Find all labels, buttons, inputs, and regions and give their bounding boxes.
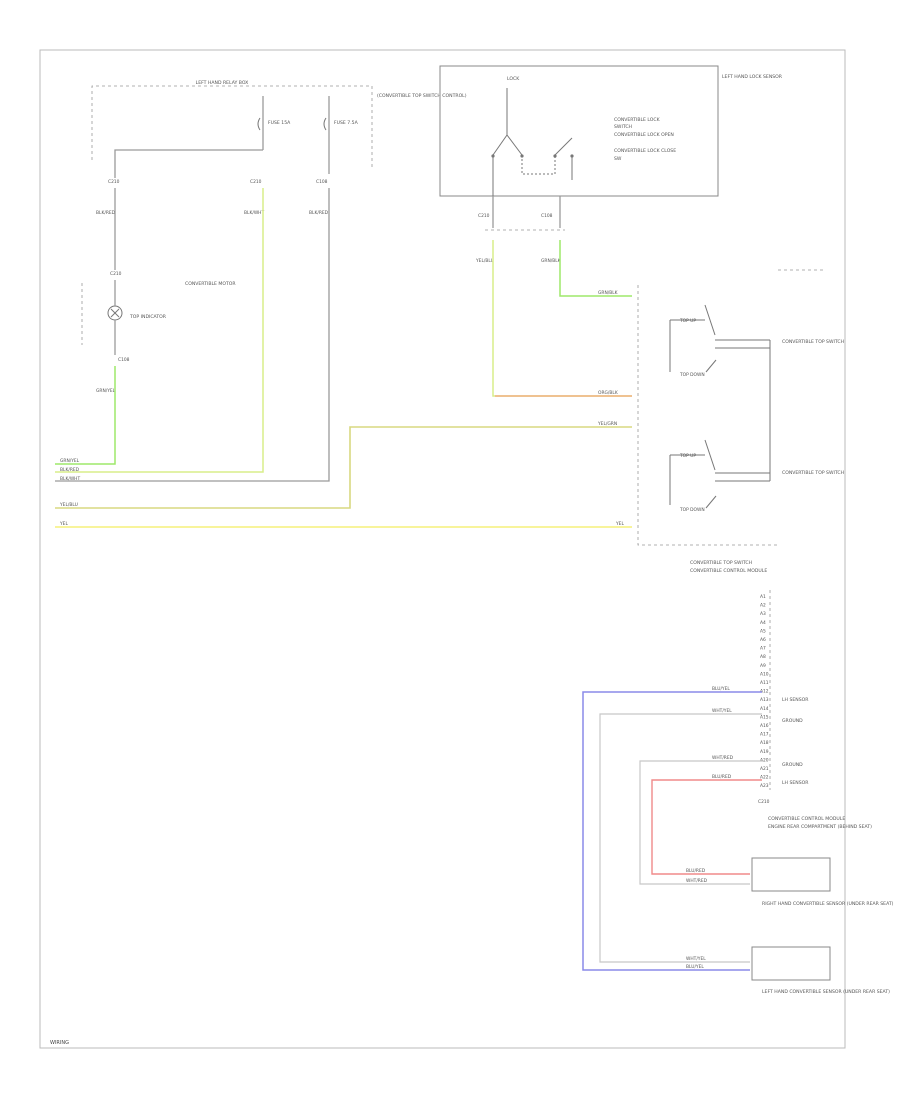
- wire-label-b: BLK/WHT: [244, 210, 264, 216]
- cm-w2: WHT/YEL: [712, 708, 732, 714]
- cm-pin: A14: [760, 706, 769, 712]
- wl-yel-blu: YEL/BLU: [59, 502, 78, 508]
- top-indicator-label: TOP INDICATOR: [129, 314, 167, 320]
- cm-pin: A8: [760, 654, 766, 660]
- sw-up-label-2: TOP UP: [679, 453, 696, 459]
- cm-pin: A4: [760, 620, 766, 626]
- wl-grn-blk: GRN/BLK: [598, 290, 618, 296]
- lock-desc-1: CONVERTIBLE LOCK: [614, 117, 661, 123]
- top-switch-box: TOP UP TOP DOWN CONVERTIBLE TOP SWITCH T…: [637, 269, 844, 574]
- sw-down-label-2: TOP DOWN: [679, 507, 705, 513]
- pin-c108-bot: C108: [118, 357, 130, 363]
- fuse-right-label: FUSE 7.5A: [334, 120, 359, 126]
- wl-yel-right: YEL: [615, 521, 624, 527]
- sw-note-upper: CONVERTIBLE TOP SWITCH: [782, 339, 844, 345]
- convertible-motor-label: CONVERTIBLE MOTOR: [185, 281, 236, 287]
- switch-caption: CONVERTIBLE TOP SWITCH: [690, 560, 752, 566]
- sensor-r-name: RIGHT HAND CONVERTIBLE SENSOR (UNDER REA…: [762, 901, 894, 907]
- pin-label-top: C210: [110, 271, 122, 277]
- left-sensor: WHT/YEL BLU/YEL LEFT HAND CONVERTIBLE SE…: [686, 946, 890, 995]
- control-module: A1A2A3A4A5A6A7A8A9A10A11A12A13A14A15A16A…: [758, 590, 872, 830]
- sw-note-lower: CONVERTIBLE TOP SWITCH: [782, 470, 844, 476]
- cm-pin: A3: [760, 611, 766, 617]
- cm-pin: A17: [760, 732, 769, 738]
- wl-blk-wht: BLK/WHT: [60, 476, 80, 482]
- diagram-frame: [39, 49, 846, 1049]
- lock-desc-5: SW: [614, 156, 622, 162]
- cm-pin: A15: [760, 714, 769, 720]
- cm-pin: A2: [760, 603, 766, 609]
- pin-list: A1A2A3A4A5A6A7A8A9A10A11A12A13A14A15A16A…: [760, 594, 769, 789]
- lock-wire-a: YEL/BLU: [475, 258, 494, 264]
- module-desc-2: ENGINE REAR COMPARTMENT (BEHIND SEAT): [768, 824, 872, 830]
- sensor-l-name: LEFT HAND CONVERTIBLE SENSOR (UNDER REAR…: [762, 989, 890, 995]
- cm-pin: A23: [760, 783, 769, 789]
- wl-yel-left: YEL: [59, 521, 68, 527]
- sw-down-label: TOP DOWN: [679, 372, 705, 378]
- pin-c108: C108: [316, 179, 328, 185]
- cm-sig-1: LH SENSOR: [782, 697, 809, 703]
- wl-blk-red: BLK/RED: [60, 467, 80, 473]
- cm-pin: A5: [760, 628, 766, 634]
- cm-pin: A18: [760, 740, 769, 746]
- right-sensor: BLU/RED WHT/RED RIGHT HAND CONVERTIBLE S…: [686, 857, 894, 907]
- fuse-left-label: FUSE 15A: [268, 120, 291, 126]
- lock-desc-3: CONVERTIBLE LOCK OPEN: [614, 132, 674, 138]
- lock-pin-b: C108: [541, 213, 553, 219]
- wire-label-a: BLK/RED: [96, 210, 116, 216]
- cm-pin: A1: [760, 594, 766, 600]
- wire-label-d: GRN/YEL: [96, 388, 116, 394]
- wl-org-blk: ORG/BLK: [598, 390, 618, 396]
- wire-label-c: BLK/RED: [309, 210, 329, 216]
- wl-yel-grn: YEL/GRN: [597, 421, 617, 427]
- cm-pin: A6: [760, 637, 766, 643]
- sensor-l-w1: WHT/YEL: [686, 956, 706, 962]
- relay-box-label: LEFT HAND RELAY BOX: [196, 80, 249, 86]
- cm-pin: A10: [760, 671, 769, 677]
- switch-caption-2: CONVERTIBLE CONTROL MODULE: [690, 568, 767, 574]
- cm-sig-2: GROUND: [782, 718, 803, 724]
- sw-up-label: TOP UP: [679, 318, 696, 324]
- cm-w3: WHT/RED: [712, 755, 734, 761]
- cm-pin-caption: C210: [758, 799, 770, 805]
- cm-pin: A21: [760, 766, 769, 772]
- cm-sig-4: LH SENSOR: [782, 780, 809, 786]
- cm-pin: A9: [760, 663, 766, 669]
- cm-pin: A12: [760, 689, 769, 695]
- cm-sig-3: GROUND: [782, 762, 803, 768]
- relay-box: LEFT HAND RELAY BOX (CONVERTIBLE TOP SWI…: [91, 80, 467, 174]
- corner-label: WIRING: [50, 1040, 69, 1046]
- sensor-r-w1: BLU/RED: [686, 868, 706, 874]
- relay-note: (CONVERTIBLE TOP SWITCH CONTROL): [377, 93, 467, 99]
- cm-pin: A16: [760, 723, 769, 729]
- lock-wire-b: GRN/BLK: [541, 258, 561, 264]
- cm-w4: BLU/RED: [712, 774, 732, 780]
- lock-box-title: LOCK: [507, 76, 520, 82]
- cm-pin: A7: [760, 646, 766, 652]
- wl-grn-yel: GRN/YEL: [60, 458, 80, 464]
- cm-pin: A19: [760, 749, 769, 755]
- pin-c210: C210: [108, 179, 120, 185]
- cm-pin: A11: [760, 680, 769, 686]
- lock-switch-box: LOCK LEFT HAND LOCK SENSOR CONVERTIBLE L…: [439, 65, 783, 197]
- lock-desc-4: CONVERTIBLE LOCK CLOSE: [614, 148, 676, 154]
- module-desc-1: CONVERTIBLE CONTROL MODULE: [768, 816, 845, 822]
- sensor-r-w2: WHT/RED: [686, 878, 708, 884]
- cm-pin: A20: [760, 757, 769, 763]
- cm-w1: BLU/YEL: [712, 686, 730, 692]
- cm-pin: A22: [760, 775, 769, 781]
- lock-note: LEFT HAND LOCK SENSOR: [722, 74, 783, 80]
- lock-pin-a: C210: [478, 213, 490, 219]
- left-circuit: C210 C210 C108 BLK/RED BLK/WHT BLK/RED C…: [55, 149, 330, 482]
- pin-c210b: C210: [250, 179, 262, 185]
- cm-pin: A13: [760, 697, 769, 703]
- lock-desc-2: SWITCH: [614, 124, 632, 130]
- sensor-l-w2: BLU/YEL: [686, 964, 704, 970]
